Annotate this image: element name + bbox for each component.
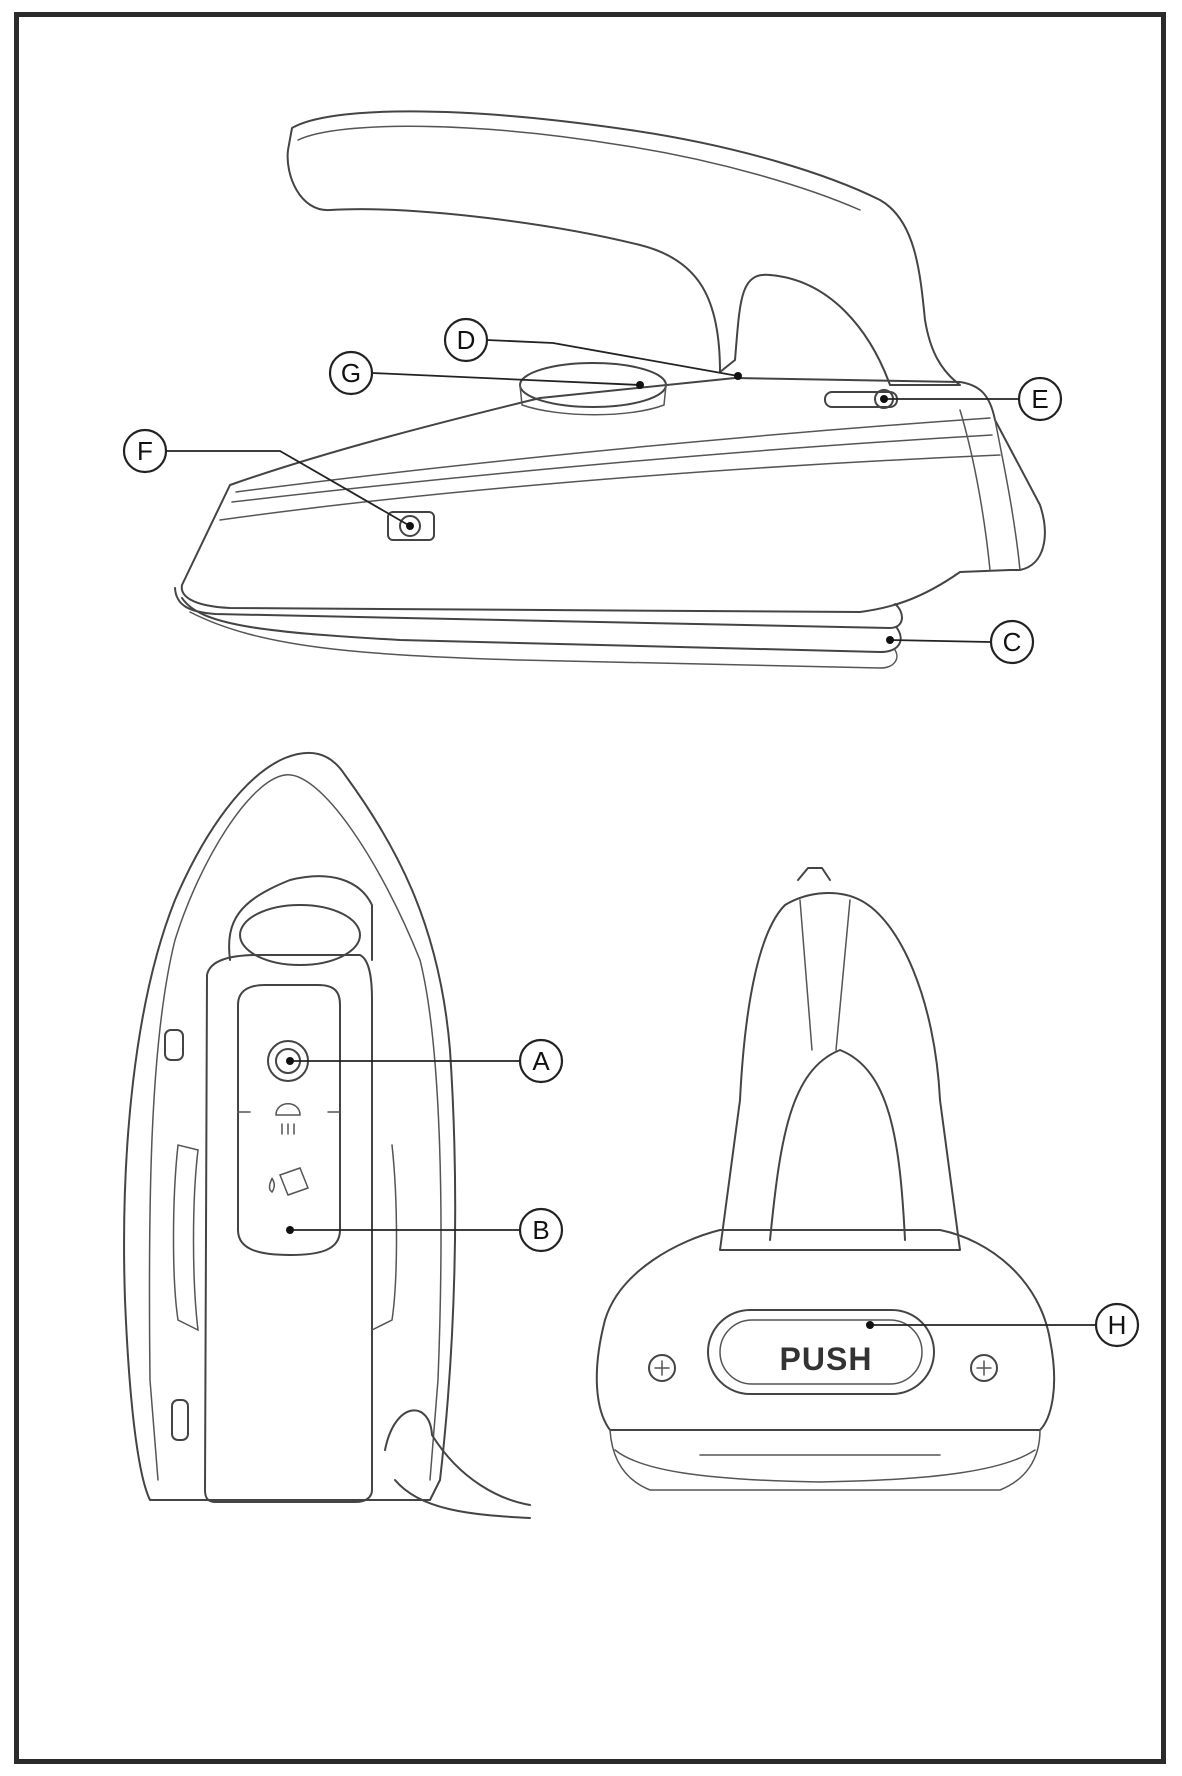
callout-H: H bbox=[1094, 1302, 1140, 1348]
iron-side-view bbox=[174, 110, 1046, 669]
top-handle bbox=[204, 954, 373, 1503]
rear-body bbox=[595, 1229, 1056, 1431]
rear-handle bbox=[719, 892, 961, 1251]
push-button-label: PUSH bbox=[780, 1341, 873, 1377]
iron-rear-view: PUSH bbox=[595, 867, 1056, 1491]
callout-A: A bbox=[518, 1038, 564, 1084]
svg-text:B: B bbox=[532, 1215, 549, 1245]
steam-icon bbox=[275, 1103, 301, 1135]
svg-text:H: H bbox=[1108, 1310, 1127, 1340]
temperature-dial bbox=[519, 362, 667, 408]
side-handle bbox=[286, 110, 961, 386]
top-soleplate-outline bbox=[123, 751, 457, 1501]
svg-text:E: E bbox=[1031, 384, 1048, 414]
callout-G: G bbox=[328, 350, 374, 396]
side-body bbox=[180, 377, 1046, 613]
callout-D: D bbox=[443, 317, 489, 363]
power-cord bbox=[384, 1409, 531, 1506]
svg-text:G: G bbox=[341, 358, 361, 388]
callout-C: C bbox=[989, 619, 1035, 665]
side-soleplate bbox=[174, 587, 903, 629]
top-side-switch bbox=[164, 1029, 184, 1061]
water-drop-icon bbox=[268, 1167, 309, 1196]
svg-text:C: C bbox=[1003, 627, 1022, 657]
side-switch bbox=[387, 511, 435, 541]
control-panel bbox=[237, 984, 341, 1256]
callout-F: F bbox=[122, 428, 168, 474]
callout-E: E bbox=[1017, 376, 1063, 422]
svg-text:F: F bbox=[137, 436, 153, 466]
push-button bbox=[707, 1309, 935, 1395]
svg-text:A: A bbox=[532, 1046, 550, 1076]
callout-B: B bbox=[518, 1207, 564, 1253]
callout-leaders bbox=[166, 339, 1095, 1329]
svg-text:D: D bbox=[457, 325, 476, 355]
iron-top-view bbox=[123, 751, 531, 1519]
screw-icon bbox=[648, 1354, 998, 1382]
